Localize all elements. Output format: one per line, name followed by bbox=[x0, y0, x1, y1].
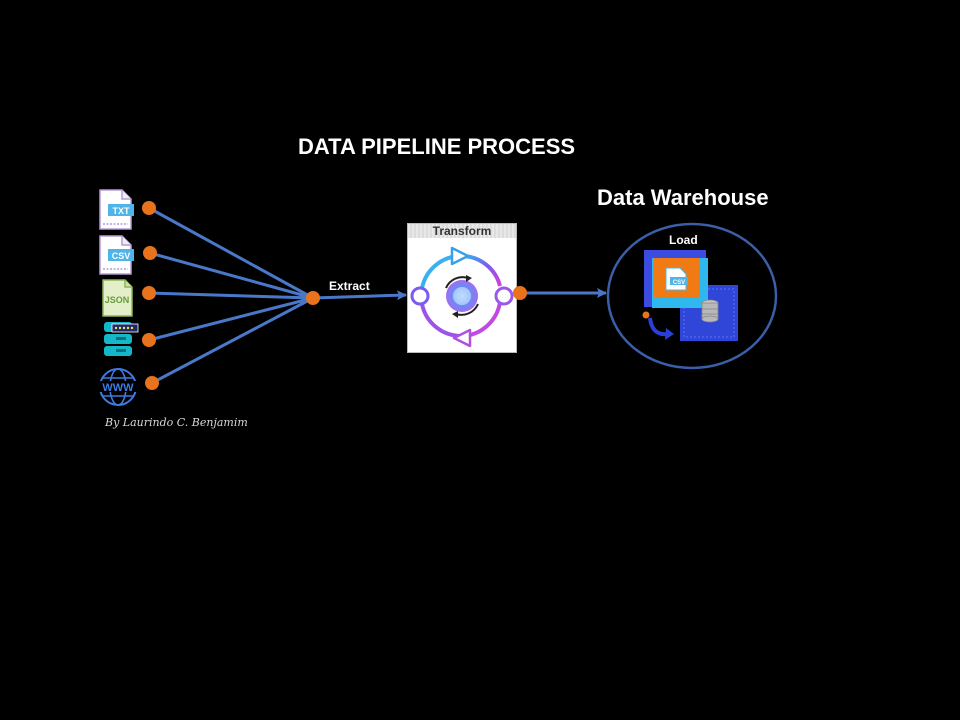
connector-db bbox=[148, 296, 314, 342]
transform-box: Transform bbox=[407, 223, 517, 353]
node-www bbox=[145, 376, 159, 390]
www-globe-icon: WWW bbox=[99, 368, 137, 406]
node-csv bbox=[143, 246, 157, 260]
database-icon bbox=[104, 322, 139, 356]
warehouse-db-icon bbox=[701, 299, 719, 323]
transform-cycle-icon bbox=[410, 246, 514, 348]
connector-csv bbox=[149, 251, 314, 300]
node-txt bbox=[142, 201, 156, 215]
svg-text:TXT: TXT bbox=[113, 206, 131, 216]
extract-node bbox=[306, 291, 320, 305]
svg-text:CSV: CSV bbox=[112, 251, 131, 261]
source-nodes bbox=[142, 201, 159, 390]
node-json bbox=[142, 286, 156, 300]
txt-file-icon: TXT bbox=[99, 189, 134, 230]
warehouse-icon: CSV bbox=[642, 250, 738, 341]
connector-json bbox=[148, 291, 314, 300]
extract-connectors bbox=[148, 206, 314, 385]
transform-label: Transform bbox=[408, 224, 516, 238]
warehouse-title: Data Warehouse bbox=[597, 185, 769, 210]
extract-label: Extract bbox=[329, 279, 370, 293]
connector-txt bbox=[148, 206, 314, 300]
connector-www bbox=[151, 296, 314, 385]
json-file-icon: JSON bbox=[102, 279, 133, 317]
svg-text:JSON: JSON bbox=[105, 295, 130, 305]
extract-to-transform-arrow bbox=[312, 290, 407, 301]
csv-file-icon: CSV bbox=[99, 235, 134, 275]
page-title: DATA PIPELINE PROCESS bbox=[298, 134, 576, 159]
load-label: Load bbox=[669, 233, 698, 247]
author-credit: By Laurindo C. Benjamim bbox=[105, 416, 248, 429]
svg-text:CSV: CSV bbox=[673, 280, 685, 286]
node-db bbox=[142, 333, 156, 347]
svg-text:WWW: WWW bbox=[102, 382, 134, 394]
